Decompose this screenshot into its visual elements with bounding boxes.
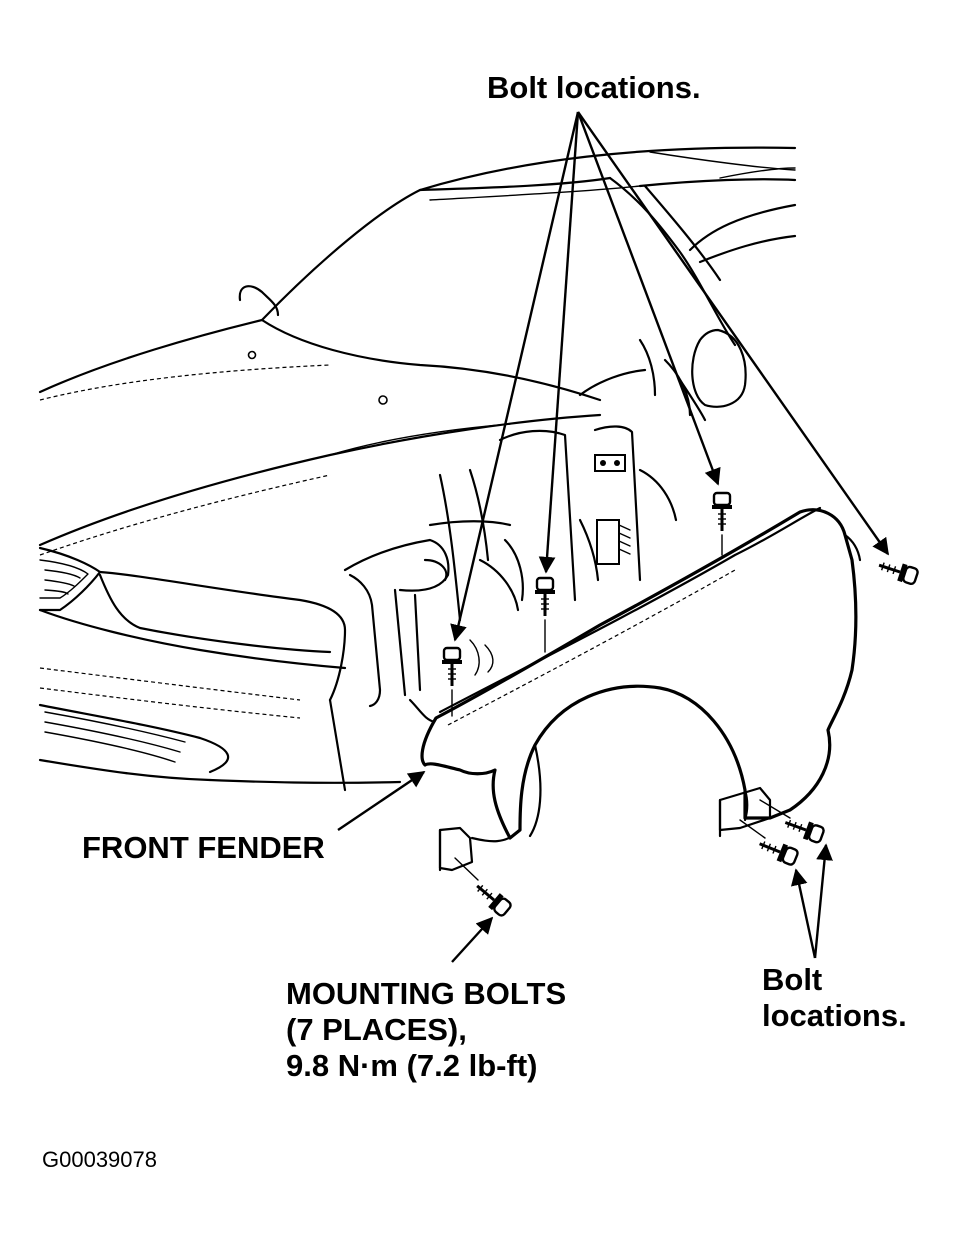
figure-code: G00039078 (42, 1147, 157, 1172)
bolt-6 (754, 833, 801, 869)
mounting-bolts-line-1: MOUNTING BOLTS (286, 976, 567, 1011)
mounting-bolts-line-2: (7 PLACES), (286, 1012, 467, 1047)
bolt-2 (533, 576, 557, 618)
bolt-5 (780, 812, 827, 846)
bolt-locations-top-text: Bolt locations. (487, 70, 701, 105)
bolt-locations-top-label: Bolt locations. (487, 70, 701, 106)
bolt-4 (874, 555, 921, 588)
bolt-1 (440, 646, 464, 688)
bolt-locations-bottom-line-1: Bolt (762, 962, 823, 997)
mounting-bolts-label: MOUNTING BOLTS (7 PLACES), 9.8 N·m (7.2 … (286, 976, 566, 1084)
front-fender-label: FRONT FENDER (82, 830, 325, 866)
mounting-bolts-line-3: 9.8 N·m (7.2 lb-ft) (286, 1048, 538, 1083)
bolt-locations-bottom-line-2: locations. (762, 998, 907, 1033)
bolt-7 (469, 877, 515, 920)
bolt-locations-bottom-label: Bolt locations. (762, 962, 907, 1034)
front-fender (420, 506, 862, 872)
front-fender-text: FRONT FENDER (82, 830, 325, 865)
car-body (38, 146, 797, 792)
callout-arrows (337, 111, 889, 963)
bolt-3 (710, 491, 734, 533)
